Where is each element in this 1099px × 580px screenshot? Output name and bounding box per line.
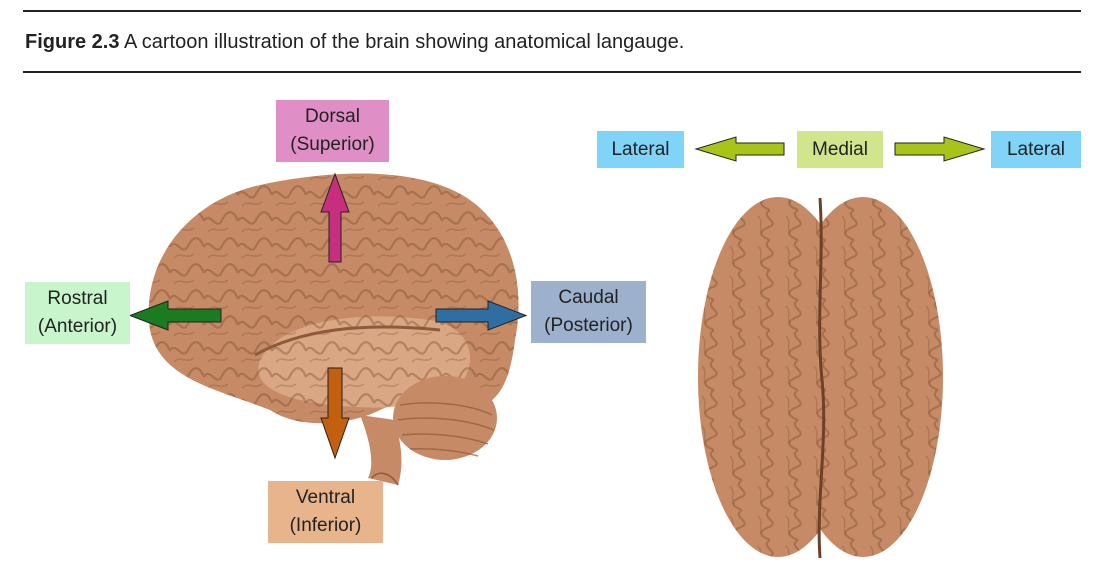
ventral-label-line2: (Inferior) [289, 515, 362, 536]
top-view-brain [698, 197, 943, 559]
caudal-label: Caudal (Posterior) [531, 281, 646, 343]
rostral-label-line1: Rostral [47, 288, 108, 309]
top-rule [23, 10, 1081, 12]
lateral-right-label-text: Lateral [1006, 138, 1066, 160]
rostral-arrow [128, 300, 222, 331]
rostral-label-line2: (Anterior) [37, 316, 118, 337]
brainstem [360, 415, 402, 485]
lateral-right-arrow [894, 136, 986, 162]
bottom-rule [23, 71, 1081, 73]
medial-label: Medial [797, 131, 883, 168]
ventral-label-line1: Ventral [295, 487, 356, 508]
figure-label: Figure 2.3 [25, 31, 120, 53]
dorsal-label-line1: Dorsal [305, 106, 360, 127]
dorsal-arrow [320, 172, 350, 263]
dorsal-label: Dorsal (Superior) [276, 100, 389, 162]
rostral-label: Rostral (Anterior) [25, 282, 130, 344]
lateral-sulcus [254, 325, 441, 357]
medial-label-text: Medial [812, 138, 868, 160]
lateral-right-label: Lateral [991, 131, 1081, 168]
caudal-label-line2: (Posterior) [544, 315, 633, 336]
lateral-left-arrow [694, 136, 785, 162]
dorsal-label-line2: (Superior) [290, 134, 375, 155]
ventral-arrow [320, 367, 350, 460]
caudal-label-line1: Caudal [558, 287, 619, 308]
lateral-left-label: Lateral [597, 131, 684, 168]
longitudinal-fissure [817, 197, 826, 559]
figure-caption: Figure 2.3 A cartoon illustration of the… [25, 31, 684, 54]
lateral-left-label-text: Lateral [611, 138, 670, 160]
ventral-label: Ventral (Inferior) [268, 481, 383, 543]
caudal-arrow [435, 300, 528, 331]
caption-text: A cartoon illustration of the brain show… [119, 31, 685, 53]
side-view-brain [148, 173, 519, 486]
